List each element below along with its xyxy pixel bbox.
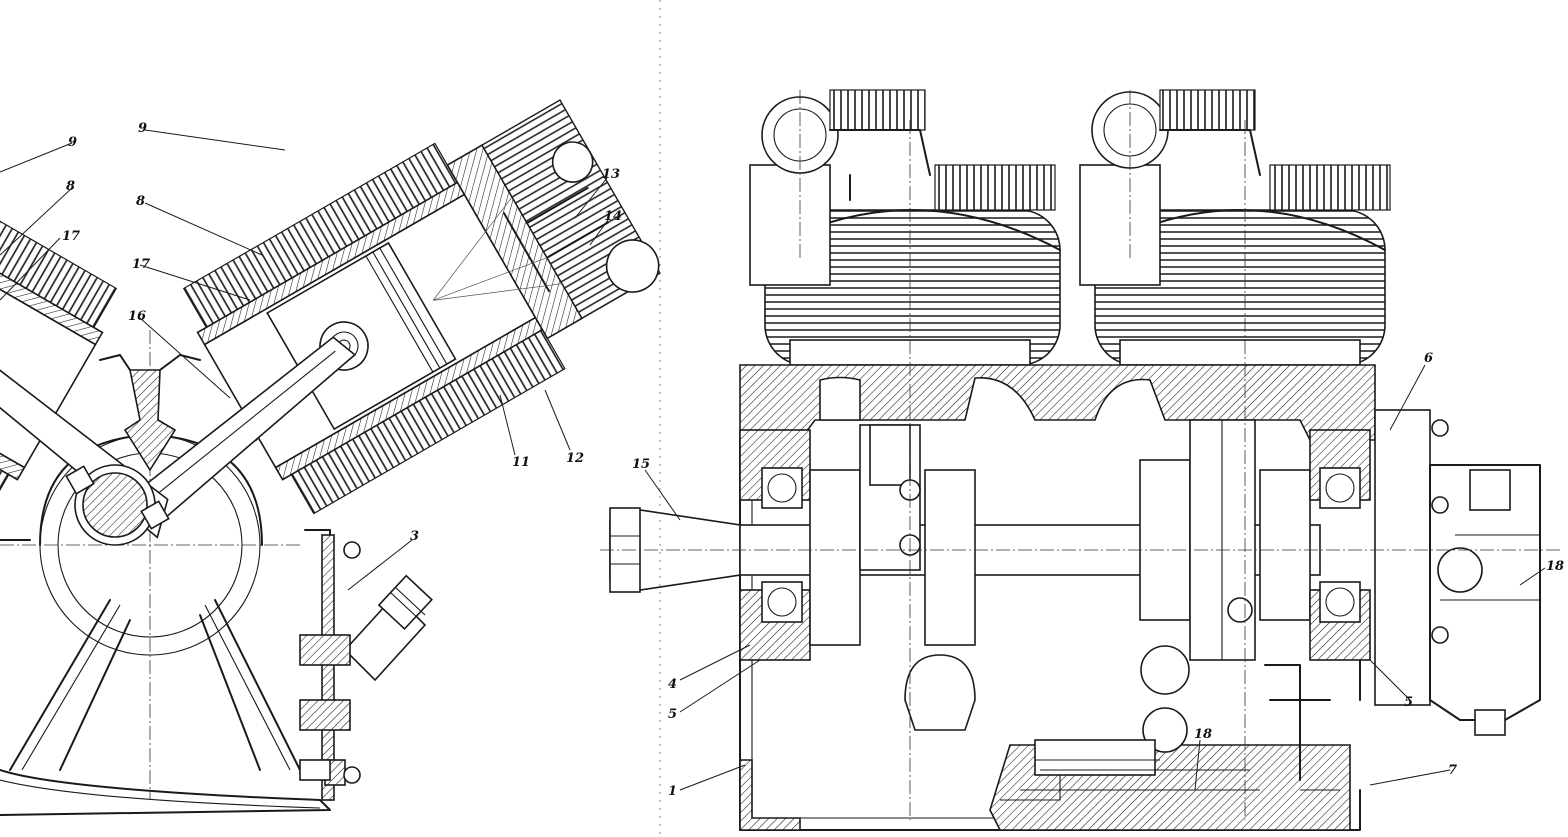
callout-right-4: 4 bbox=[668, 677, 677, 692]
callout-left-3: 3 bbox=[410, 529, 419, 544]
callout-left-17b: 17 bbox=[132, 257, 150, 272]
callout-left-17a: 17 bbox=[62, 229, 80, 244]
callout-left-9a: 9 bbox=[68, 135, 77, 150]
breather-tube bbox=[299, 534, 433, 801]
rear-cover bbox=[1374, 409, 1431, 706]
v-web bbox=[123, 369, 177, 472]
right-cylinder bbox=[121, 99, 661, 532]
callout-left-12: 12 bbox=[566, 451, 584, 466]
callout-left-8a: 8 bbox=[66, 179, 75, 194]
oil-scoop bbox=[904, 654, 976, 731]
callout-right-5b: 5 bbox=[1404, 695, 1413, 710]
cylinder-front-1 bbox=[749, 89, 1061, 366]
callout-right-7: 7 bbox=[1448, 763, 1457, 778]
valve-spring bbox=[551, 141, 594, 183]
crankcase-top-plate bbox=[739, 364, 1376, 441]
left-leaders bbox=[0, 129, 609, 591]
crankshaft bbox=[609, 419, 1371, 661]
callout-left-16: 16 bbox=[128, 309, 146, 324]
crankcase-outline-left bbox=[0, 529, 331, 816]
callout-left-8b: 8 bbox=[136, 194, 145, 209]
callout-right-5a: 5 bbox=[668, 707, 677, 722]
callout-right-1: 1 bbox=[668, 784, 677, 799]
callout-right-15: 15 bbox=[632, 457, 650, 472]
callout-left-14: 14 bbox=[604, 209, 622, 224]
left-section-view: 9 8 17 9 8 17 16 13 14 11 12 3 bbox=[0, 99, 661, 816]
callout-left-9b: 9 bbox=[138, 121, 147, 136]
callout-right-18a: 18 bbox=[1546, 559, 1564, 574]
callout-right-6: 6 bbox=[1424, 351, 1433, 366]
right-section-view: 15 6 18 4 5 1 18 5 7 bbox=[600, 89, 1564, 831]
oil-pump bbox=[1034, 739, 1156, 776]
right-leaders bbox=[644, 364, 1546, 791]
callout-right-18b: 18 bbox=[1194, 727, 1212, 742]
crankcase-struts bbox=[9, 599, 301, 771]
callout-left-11: 11 bbox=[512, 455, 530, 470]
cylinder-front-2 bbox=[1079, 89, 1391, 366]
callout-left-13: 13 bbox=[602, 167, 620, 182]
